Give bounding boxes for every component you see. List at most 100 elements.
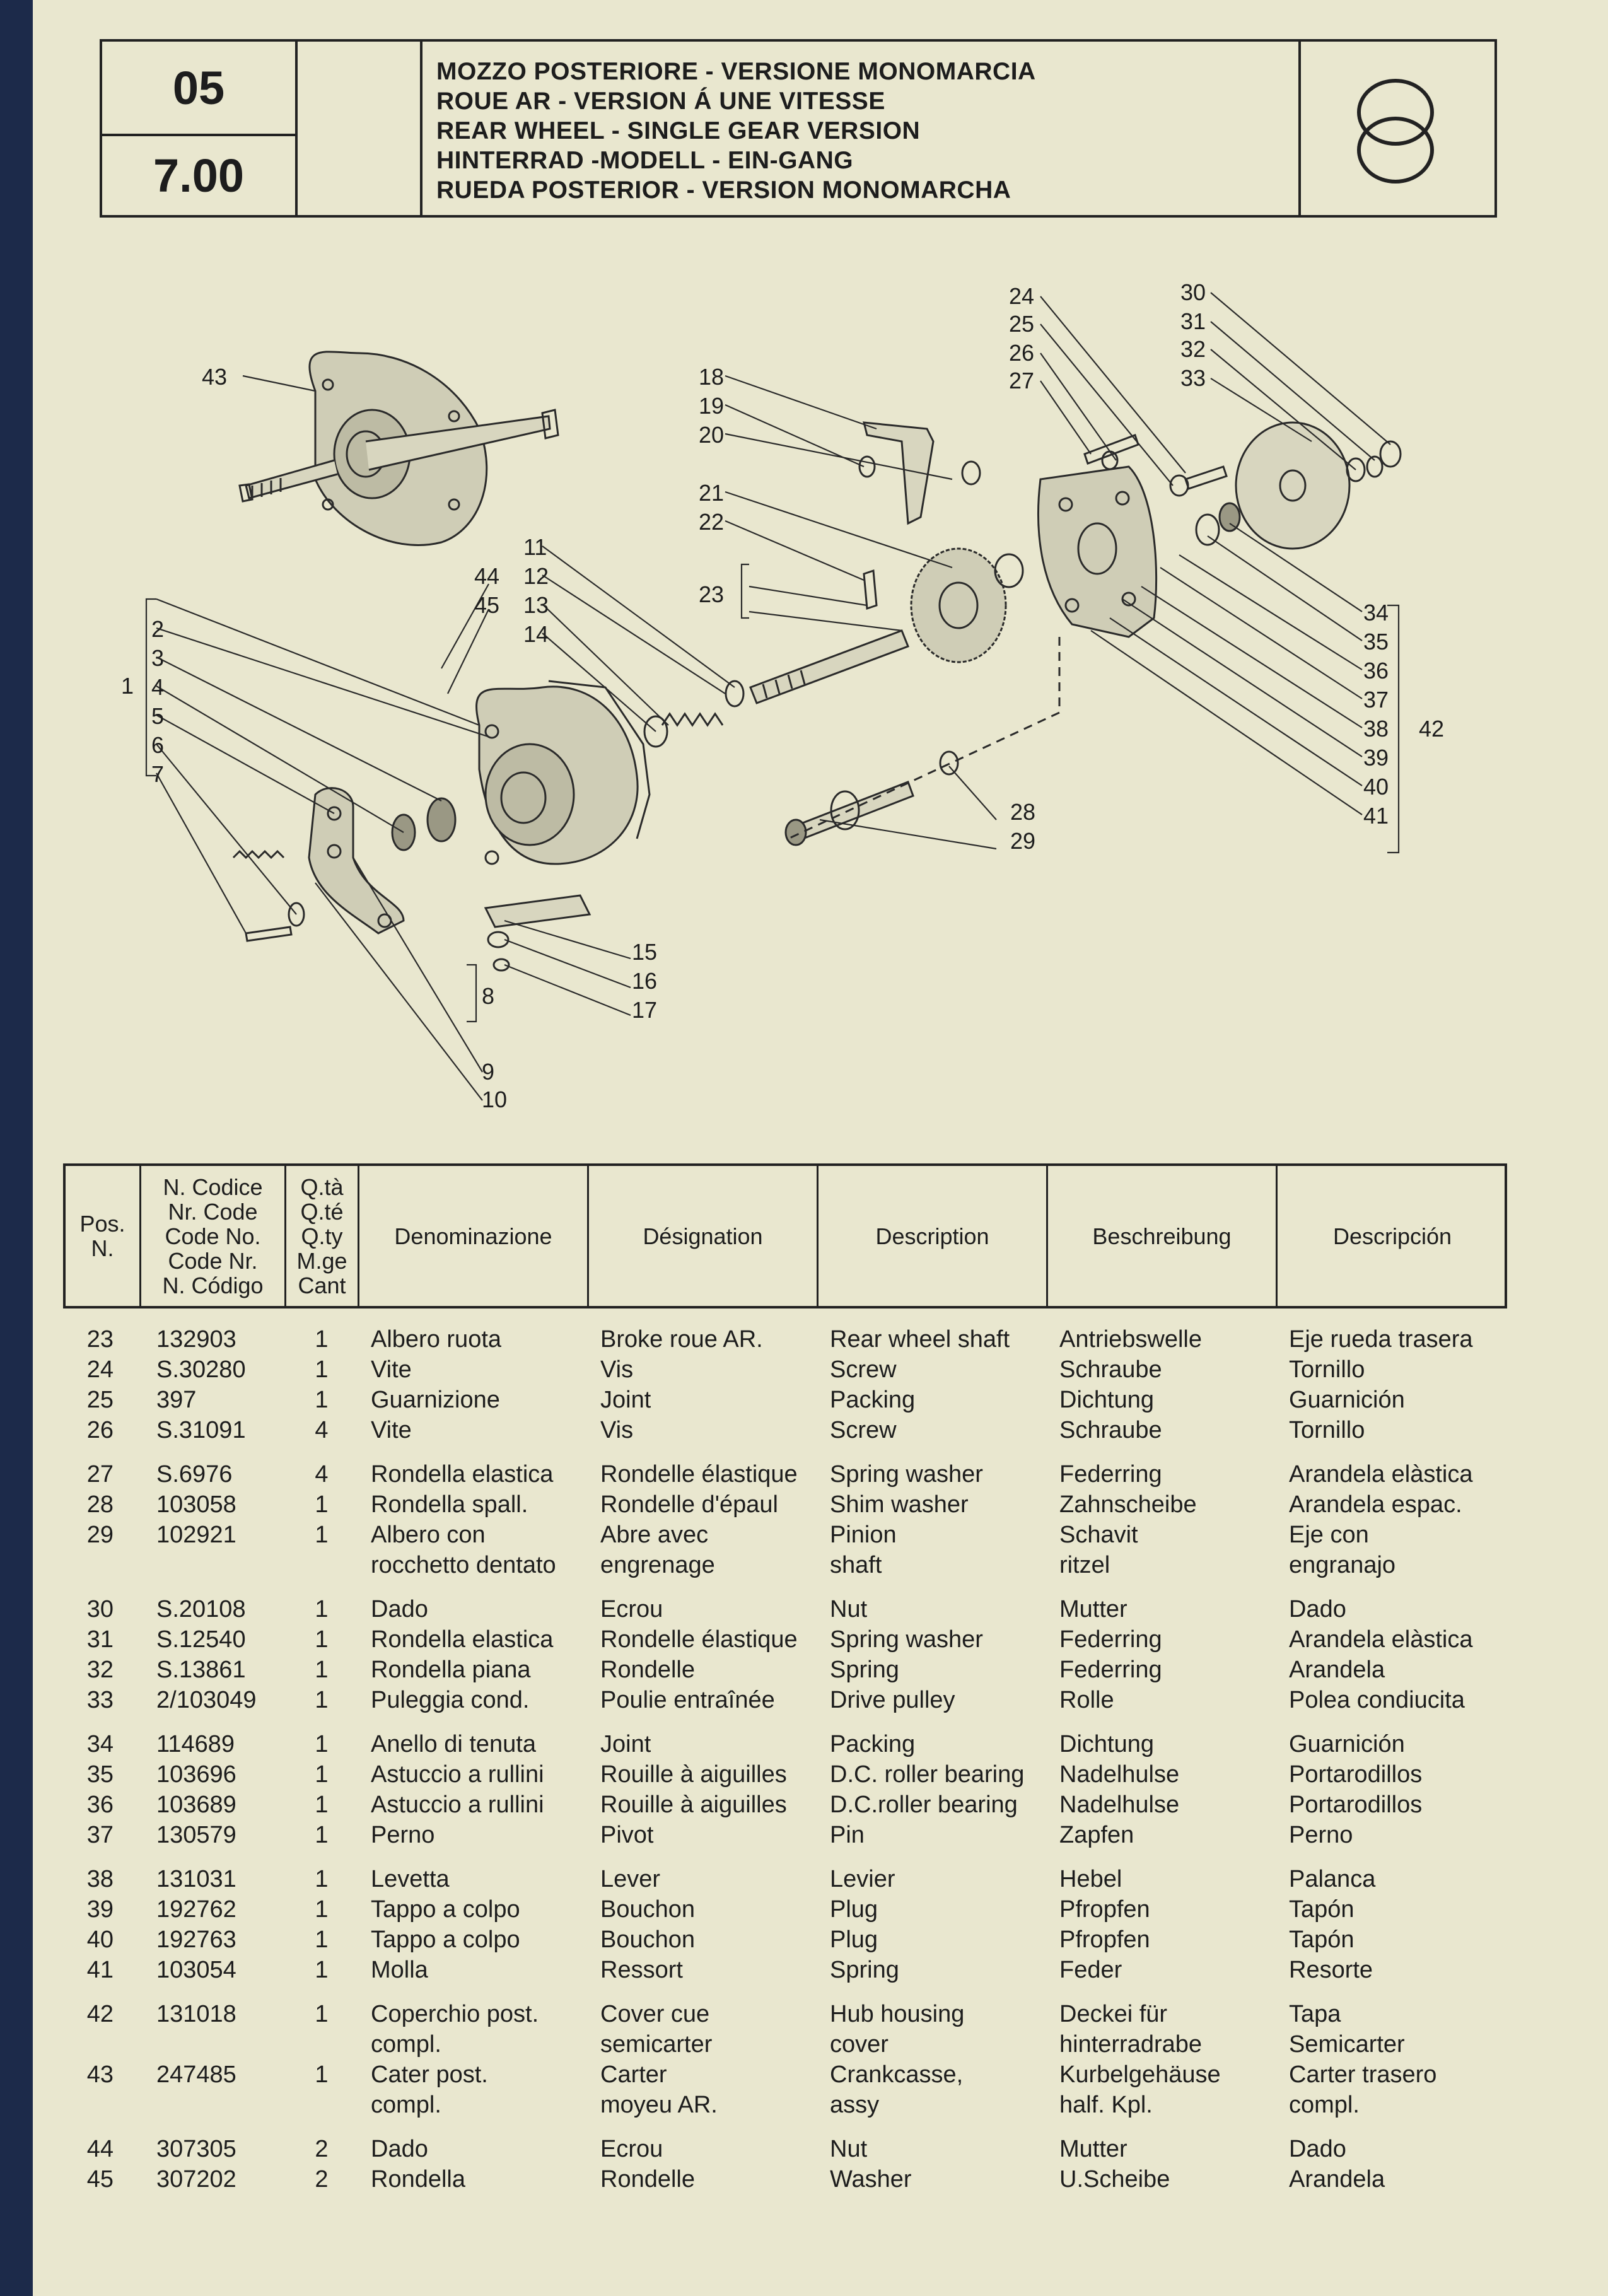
quantity-cell: 1 <box>315 1926 329 1953</box>
callout-1: 1 <box>121 673 134 699</box>
description-line: Semicarter <box>1289 2031 1405 2058</box>
callout-19: 19 <box>699 393 724 419</box>
description-line: Albero ruota <box>371 1326 502 1353</box>
description-es-cell: Arandela <box>1289 2164 1385 2194</box>
description-line: Rondelle <box>600 1657 695 1683</box>
description-it-cell: Tappo a colpo <box>371 1925 520 1955</box>
description-en-cell: Nut <box>830 1594 867 1624</box>
description-es-cell: Arandela elàstica <box>1289 1624 1473 1655</box>
description-line: Plug <box>830 1926 878 1953</box>
description-line: Tapón <box>1289 1926 1355 1953</box>
description-en-cell: Nut <box>830 2134 867 2164</box>
quantity-cell: 4 <box>315 1417 329 1443</box>
position-cell: 24 <box>86 1356 114 1383</box>
description-en-cell: Spring washer <box>830 1459 983 1489</box>
title-de: HINTERRAD -MODELL - EIN-GANG <box>436 147 854 174</box>
description-line: hinterradrabe <box>1059 2031 1203 2058</box>
position-cell: 35 <box>86 1761 114 1788</box>
description-line: Polea condiucita <box>1289 1687 1465 1713</box>
hub-housing-drawing <box>475 680 651 865</box>
description-es-cell: Guarnición <box>1289 1385 1405 1415</box>
description-fr-cell: Rouille à aiguilles <box>600 1790 787 1820</box>
callout-11: 11 <box>523 534 547 560</box>
code-cell: 131018 <box>156 2001 236 2027</box>
description-es-cell: Guarnición <box>1289 1729 1405 1759</box>
description-line: Rondelle élastique <box>600 1461 798 1488</box>
description-it-cell: Tappo a colpo <box>371 1894 520 1925</box>
description-line: Federring <box>1059 1461 1162 1488</box>
description-line: Dado <box>1289 1596 1346 1623</box>
description-line: Coperchio post. <box>371 2001 539 2027</box>
column-header-line: Beschreibung <box>1092 1223 1232 1249</box>
position-cell: 23 <box>86 1326 114 1353</box>
col-it: Denominazione <box>359 1166 589 1306</box>
code-cell: 247485 <box>156 2061 236 2088</box>
header-titles: MOZZO POSTERIORE - VERSIONE MONOMARCIA R… <box>436 57 1288 214</box>
description-fr-cell: Vis <box>600 1415 633 1445</box>
callout-23: 23 <box>699 581 724 607</box>
column-header-line: Code Nr. <box>168 1247 258 1274</box>
description-line: Plug <box>830 1896 878 1923</box>
description-it-cell: Albero ruota <box>371 1324 501 1355</box>
description-line: Vite <box>371 1356 412 1383</box>
callout-18: 18 <box>699 364 724 390</box>
callout-24: 24 <box>1009 283 1034 309</box>
callout-27: 27 <box>1009 368 1034 393</box>
description-line: Arandela elàstica <box>1289 1626 1473 1653</box>
code-cell: S.31091 <box>156 1417 246 1443</box>
catalog-page <box>33 0 1608 2296</box>
description-line: Carter <box>600 2061 667 2088</box>
callout-41: 41 <box>1363 803 1389 829</box>
quantity-cell: 1 <box>315 1687 329 1713</box>
callout-2: 2 <box>151 616 164 642</box>
callout-37: 37 <box>1363 687 1389 713</box>
quantity-cell: 1 <box>315 1731 329 1757</box>
description-line: Guarnición <box>1289 1387 1405 1413</box>
code-cell: 131031 <box>156 1866 236 1892</box>
code-cell: 103696 <box>156 1761 236 1788</box>
description-line: Rondella <box>371 2166 465 2193</box>
column-header-line: Q.té <box>300 1198 344 1225</box>
description-line: Perno <box>371 1822 435 1848</box>
description-line: Bouchon <box>600 1926 696 1953</box>
quantity-cell: 1 <box>315 1957 329 1983</box>
description-en-cell: Rear wheel shaft <box>830 1324 1010 1355</box>
description-es-cell: Eje rueda trasera <box>1289 1324 1473 1355</box>
callout-45: 45 <box>474 592 499 618</box>
description-it-cell: Molla <box>371 1955 428 1985</box>
callout-13: 13 <box>523 592 549 618</box>
position-cell: 25 <box>86 1387 114 1413</box>
description-line: Dado <box>1289 2136 1346 2162</box>
description-fr-cell: Joint <box>600 1385 651 1415</box>
description-line: Kurbelgehäuse <box>1059 2061 1221 2088</box>
description-fr-cell: Broke roue AR. <box>600 1324 763 1355</box>
description-line: Dichtung <box>1059 1731 1154 1757</box>
quantity-cell: 1 <box>315 2001 329 2027</box>
column-header-line: Cant <box>298 1272 346 1298</box>
callout-7: 7 <box>151 761 164 787</box>
description-fr-cell: Ecrou <box>600 1594 663 1624</box>
callout-17: 17 <box>632 997 657 1023</box>
description-line: Pfropfen <box>1059 1896 1150 1923</box>
description-fr-cell: Joint <box>600 1729 651 1759</box>
position-cell: 42 <box>86 2001 114 2027</box>
description-line: Schavit <box>1059 1522 1138 1548</box>
description-line: Arandela elàstica <box>1289 1461 1473 1488</box>
description-line: Feder <box>1059 1957 1122 1983</box>
quantity-cell: 4 <box>315 1461 329 1488</box>
description-line: Albero con <box>371 1522 486 1548</box>
description-de-cell: Antriebswelle <box>1059 1324 1202 1355</box>
description-it-cell: Puleggia cond. <box>371 1685 529 1715</box>
description-line: Vis <box>600 1417 634 1443</box>
code-cell: 192762 <box>156 1896 236 1923</box>
description-fr-cell: Ecrou <box>600 2134 663 2164</box>
callout-21: 21 <box>699 480 724 506</box>
description-line: Tapa <box>1289 2001 1341 2027</box>
description-en-cell: Plug <box>830 1894 878 1925</box>
